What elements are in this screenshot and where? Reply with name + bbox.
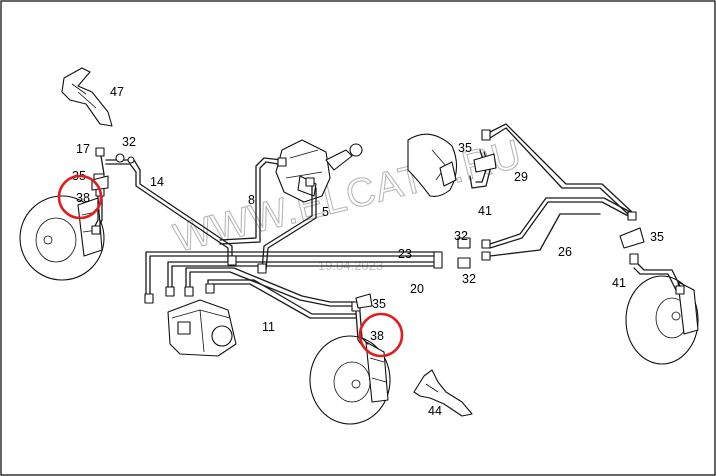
pipe-fittings — [91, 129, 685, 312]
part-label-47: 47 — [110, 85, 124, 99]
part-label-14: 14 — [150, 175, 164, 189]
part-label-11: 11 — [262, 320, 275, 334]
part-label-32: 32 — [462, 272, 476, 286]
abs-hydraulic-unit — [167, 299, 237, 357]
front-right-brake-disc — [309, 335, 391, 425]
rear-right-brake-disc — [625, 275, 699, 365]
highlight-circle-38-front-left — [57, 174, 103, 220]
bracket-44 — [413, 369, 473, 417]
highlight-circle-38-front-right — [358, 312, 404, 358]
part-label-5: 5 — [322, 205, 329, 219]
part-label-26: 26 — [558, 245, 572, 259]
part-label-35: 35 — [372, 297, 386, 311]
part-label-38: 38 — [370, 329, 384, 343]
part-label-41: 41 — [612, 276, 626, 290]
part-label-20: 20 — [410, 282, 424, 296]
watermark-text: WWW.ELCATS.RU — [170, 132, 527, 261]
rear-left-brake-disc — [407, 133, 458, 197]
part-label-35: 35 — [650, 230, 664, 244]
bracket-47 — [61, 67, 113, 127]
part-label-29: 29 — [514, 170, 528, 184]
part-label-23: 23 — [398, 247, 412, 261]
part-label-35: 35 — [458, 141, 472, 155]
part-label-8: 8 — [248, 193, 255, 207]
part-label-44: 44 — [428, 404, 442, 418]
part-label-41: 41 — [478, 204, 492, 218]
part-label-32: 32 — [454, 229, 468, 243]
part-label-32: 32 — [122, 135, 136, 149]
part-label-17: 17 — [76, 142, 90, 156]
bracket-35-set — [91, 153, 645, 309]
part-label-38: 38 — [76, 191, 90, 205]
